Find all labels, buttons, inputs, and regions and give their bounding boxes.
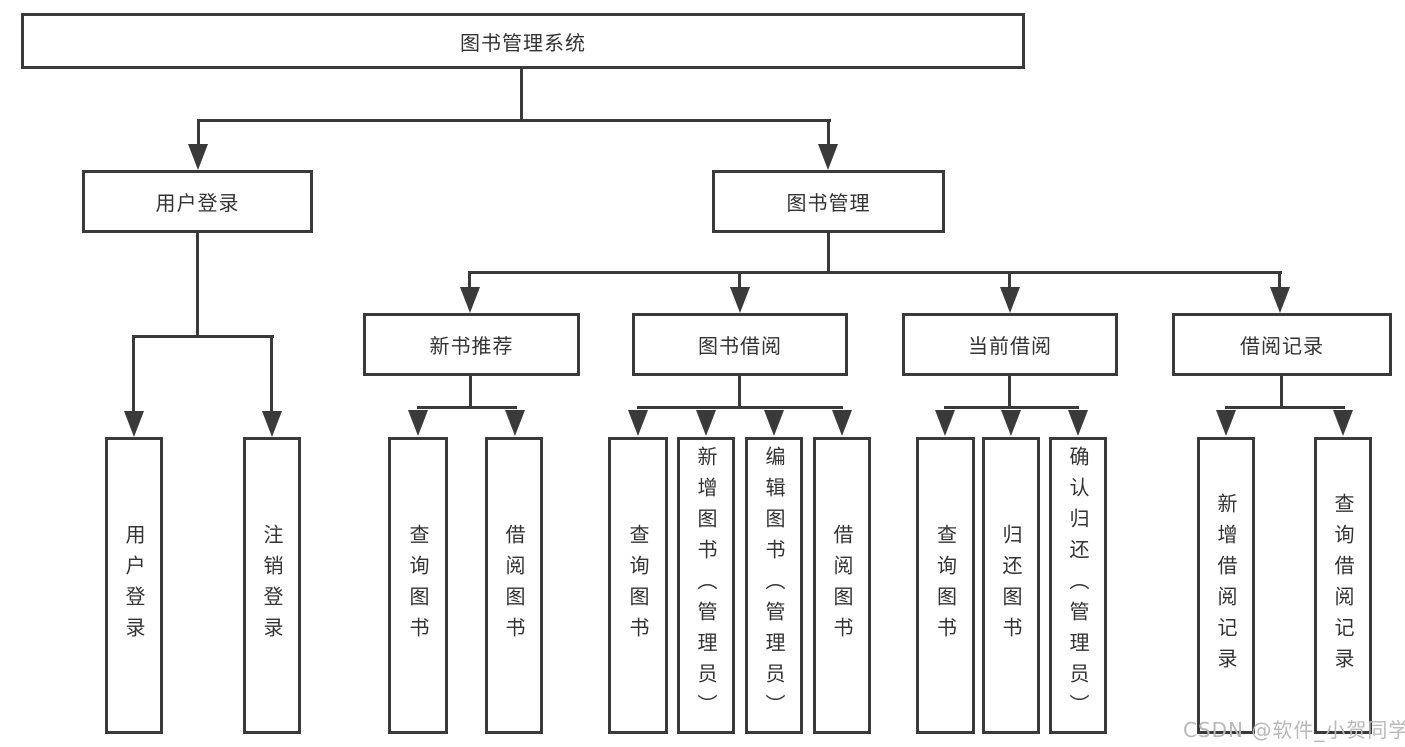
connector-line bbox=[196, 233, 199, 338]
leaf-borrow-book-2: 借阅图书 bbox=[813, 437, 871, 734]
node-label: 查询图书 bbox=[406, 523, 430, 648]
node-label: 图书借阅 bbox=[698, 334, 782, 358]
node-user-login: 用户登录 bbox=[82, 170, 313, 233]
node-label: 借阅记录 bbox=[1240, 334, 1324, 358]
leaf-add-book-admin: 新增图书（管理员） bbox=[677, 437, 735, 734]
node-label: 图书管理 bbox=[786, 191, 871, 215]
node-root: 图书管理系统 bbox=[21, 13, 1025, 69]
arrowhead-icon bbox=[832, 410, 852, 436]
leaf-query-book-2: 查询图书 bbox=[608, 437, 668, 734]
leaf-add-borrow-record: 新增借阅记录 bbox=[1197, 437, 1255, 734]
arrowhead-icon bbox=[1000, 287, 1020, 313]
node-label: 确认归还（管理员） bbox=[1066, 446, 1090, 725]
arrowhead-icon bbox=[1001, 410, 1021, 436]
arrowhead-icon bbox=[460, 287, 480, 313]
node-label: 查询图书 bbox=[933, 523, 958, 648]
arrowhead-icon bbox=[935, 410, 955, 436]
connector-line bbox=[637, 406, 843, 409]
connector-line bbox=[469, 376, 472, 408]
arrowhead-icon bbox=[628, 410, 648, 436]
arrowhead-icon bbox=[124, 411, 144, 437]
connector-line bbox=[1278, 273, 1281, 289]
connector-line bbox=[468, 273, 471, 289]
arrowhead-icon bbox=[262, 411, 282, 437]
node-label: 借阅图书 bbox=[502, 523, 526, 648]
arrowhead-icon bbox=[696, 410, 716, 436]
connector-line bbox=[468, 271, 1282, 274]
arrowhead-icon bbox=[505, 410, 525, 436]
connector-line bbox=[738, 273, 741, 289]
node-label: 查询图书 bbox=[626, 523, 650, 648]
node-label: 归还图书 bbox=[999, 523, 1023, 648]
node-label: 新书推荐 bbox=[429, 334, 514, 358]
leaf-return-book: 归还图书 bbox=[982, 437, 1040, 734]
node-label: 用户登录 bbox=[122, 523, 146, 648]
connector-line bbox=[270, 337, 273, 413]
node-label: 注销登录 bbox=[260, 523, 284, 648]
leaf-query-book-3: 查询图书 bbox=[916, 437, 975, 734]
connector-line bbox=[417, 406, 517, 409]
node-label: 图书管理系统 bbox=[460, 30, 586, 55]
node-label: 查询借阅记录 bbox=[1331, 492, 1355, 679]
connector-line bbox=[827, 233, 830, 274]
connector-line bbox=[1008, 273, 1011, 289]
node-book-borrow: 图书借阅 bbox=[632, 313, 848, 376]
arrowhead-icon bbox=[188, 144, 208, 170]
node-label: 新增借阅记录 bbox=[1214, 492, 1238, 679]
arrowhead-icon bbox=[1270, 287, 1290, 313]
leaf-borrow-book-1: 借阅图书 bbox=[485, 437, 543, 734]
connector-line bbox=[1225, 406, 1345, 409]
arrowhead-icon bbox=[408, 410, 428, 436]
arrowhead-icon bbox=[1068, 410, 1088, 436]
leaf-user-login: 用户登录 bbox=[105, 437, 163, 734]
connector-line bbox=[1008, 376, 1011, 408]
arrowhead-icon bbox=[730, 287, 750, 313]
connector-line bbox=[738, 376, 741, 408]
node-label: 借阅图书 bbox=[830, 523, 854, 648]
node-label: 新增图书（管理员） bbox=[694, 446, 718, 725]
leaf-logout: 注销登录 bbox=[243, 437, 301, 734]
leaf-edit-book-admin: 编辑图书（管理员） bbox=[745, 437, 803, 734]
connector-line bbox=[132, 335, 274, 338]
node-label: 当前借阅 bbox=[968, 334, 1052, 358]
leaf-query-borrow-record: 查询借阅记录 bbox=[1314, 437, 1372, 734]
arrowhead-icon bbox=[818, 144, 838, 170]
connector-line bbox=[132, 337, 135, 413]
arrowhead-icon bbox=[1216, 410, 1236, 436]
node-new-book-rec: 新书推荐 bbox=[363, 313, 580, 376]
node-current-borrow: 当前借阅 bbox=[902, 313, 1118, 376]
connector-line bbox=[197, 119, 200, 146]
connector-line bbox=[520, 69, 523, 121]
node-label: 编辑图书（管理员） bbox=[762, 446, 786, 725]
connector-line bbox=[1280, 375, 1283, 408]
leaf-confirm-return-admin: 确认归还（管理员） bbox=[1049, 437, 1107, 734]
connector-line bbox=[944, 406, 1079, 409]
connector-line bbox=[197, 119, 831, 122]
node-book-mgmt: 图书管理 bbox=[712, 170, 945, 233]
arrowhead-icon bbox=[1333, 410, 1353, 436]
arrowhead-icon bbox=[764, 410, 784, 436]
leaf-query-book-1: 查询图书 bbox=[388, 437, 448, 734]
node-label: 用户登录 bbox=[155, 191, 240, 215]
node-borrow-records: 借阅记录 bbox=[1172, 313, 1392, 376]
watermark: CSDN @软件_小贺同学 bbox=[1183, 718, 1405, 742]
connector-line bbox=[827, 119, 830, 146]
